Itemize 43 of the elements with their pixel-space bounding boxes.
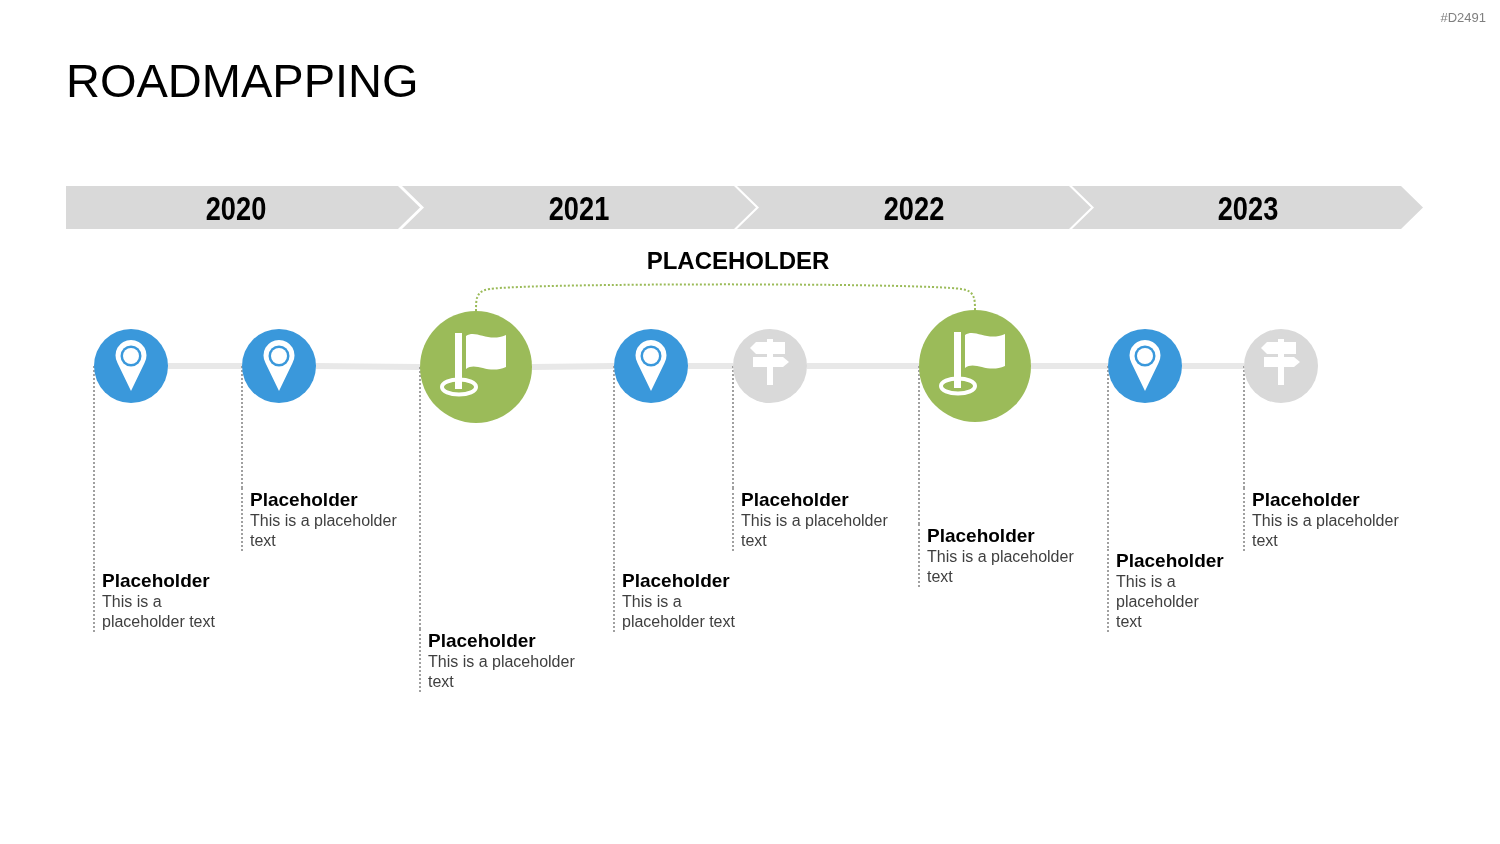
timeline-line	[1031, 363, 1108, 369]
timeline-line	[315, 363, 421, 370]
milestone-description: This is a placeholder text	[927, 547, 1075, 587]
timeline-line	[807, 363, 919, 369]
slide-title: ROADMAPPING	[66, 57, 419, 104]
milestone-heading: Placeholder	[622, 569, 730, 592]
milestone-text-block	[1107, 549, 1226, 632]
milestone-description: This is a placeholder text	[1116, 572, 1200, 632]
signpost-icon	[733, 329, 807, 403]
timeline-line	[531, 363, 615, 370]
flag-icon	[420, 311, 532, 423]
milestone-description: This is a placeholder text	[1252, 511, 1400, 551]
milestone-description: This is a placeholder text	[428, 652, 576, 692]
map-pin-icon	[614, 329, 688, 403]
milestone-description: This is a placeholder text	[622, 592, 736, 632]
year-band	[1072, 186, 1423, 229]
year-band	[737, 186, 1091, 229]
year-band	[66, 186, 420, 229]
year-label: 2022	[883, 190, 945, 225]
year-label: 2023	[1217, 190, 1278, 225]
milestone-heading: Placeholder	[250, 488, 358, 511]
year-label: 2021	[548, 190, 610, 225]
milestone-heading: Placeholder	[428, 629, 536, 652]
milestone-heading: Placeholder	[102, 569, 210, 592]
timeline-line	[688, 363, 733, 369]
milestone-heading: Placeholder	[1116, 549, 1224, 572]
year-band	[402, 186, 756, 229]
milestone-heading: Placeholder	[1252, 488, 1360, 511]
timeline-line	[168, 363, 242, 369]
map-pin-icon	[1108, 329, 1182, 403]
milestone-description: This is a placeholder text	[102, 592, 216, 632]
milestone-heading: Placeholder	[741, 488, 849, 511]
dotted-bracket	[475, 283, 976, 312]
timeline-line	[1182, 363, 1244, 369]
slide-code: #D2491	[1440, 11, 1486, 24]
map-pin-icon	[94, 329, 168, 403]
year-label: 2020	[205, 190, 267, 225]
map-pin-icon	[242, 329, 316, 403]
flag-icon	[919, 310, 1031, 422]
milestone-description: This is a placeholder text	[741, 511, 889, 551]
milestone-description: This is a placeholder text	[250, 511, 398, 551]
milestone-heading: Placeholder	[927, 524, 1035, 547]
signpost-icon	[1244, 329, 1318, 403]
